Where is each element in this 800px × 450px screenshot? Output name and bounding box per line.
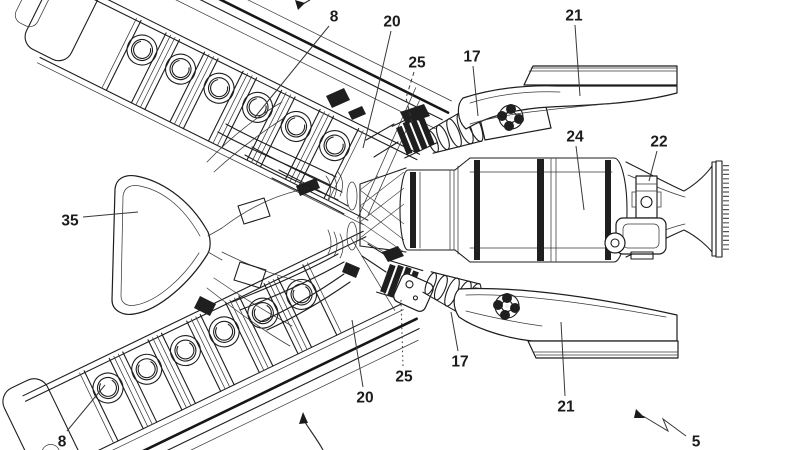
ref-numeral-20-upper: 20 — [383, 14, 400, 31]
leader-line-20-lower — [351, 319, 364, 388]
motion-arrow-bottom-head — [299, 412, 308, 424]
ref-numeral-21-lower: 21 — [557, 399, 575, 416]
leader-line-22 — [648, 150, 658, 182]
upper-silencer — [457, 65, 678, 132]
leader-line-17-upper — [472, 65, 479, 117]
lower-silencer — [453, 287, 679, 359]
leader-line-8-upper — [254, 25, 330, 118]
ref-numeral-25-upper: 25 — [408, 55, 426, 72]
leader-line-21-lower — [560, 321, 566, 397]
motion-arrow-bottom — [304, 421, 324, 450]
leader-line-25-lower — [400, 299, 404, 367]
leader-line-20-upper — [362, 30, 392, 149]
ref-numeral-8-lower: 8 — [58, 434, 67, 450]
ref-numeral-24: 24 — [566, 129, 584, 146]
upper-cylinder-bank — [14, 0, 452, 226]
ref-numeral-8-upper: 8 — [330, 9, 339, 26]
leader-line-17-lower — [450, 311, 459, 352]
leader-line-8-lower — [66, 384, 106, 432]
exhaust-manifold-runners — [217, 123, 358, 331]
front-cover-details — [194, 88, 366, 347]
ref-numeral-35: 35 — [61, 213, 79, 230]
leader-line-21-upper — [574, 24, 581, 97]
annotation-layer: 8 20 25 17 21 24 22 35 8 20 25 17 21 5 — [58, 0, 701, 450]
ref-numeral-5: 5 — [692, 434, 701, 450]
leader-arrowhead-5 — [634, 409, 645, 418]
ref-numeral-17-upper: 17 — [463, 49, 480, 66]
intake-funnel — [111, 174, 223, 315]
ref-numeral-22: 22 — [650, 134, 667, 151]
lower-cylinder-bank — [2, 230, 420, 450]
leader-line-24 — [575, 145, 585, 211]
collector-cone — [359, 167, 407, 253]
leader-line-5 — [642, 415, 687, 437]
motion-arrow-top-head — [295, 0, 305, 10]
catalytic-converter — [399, 157, 628, 263]
ref-numeral-25-lower: 25 — [395, 369, 413, 386]
exhaust-valve-actuator — [604, 175, 667, 260]
ref-numeral-20-lower: 20 — [356, 390, 373, 407]
leader-line-25-upper — [405, 71, 415, 127]
leader-line-35 — [82, 211, 139, 218]
ref-numeral-17-lower: 17 — [451, 354, 468, 371]
ref-numeral-21-upper: 21 — [565, 8, 583, 25]
